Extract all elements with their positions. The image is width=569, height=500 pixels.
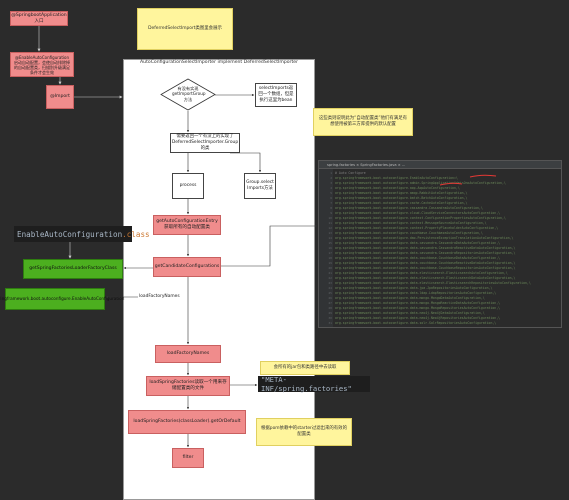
note-auto-config: 这些类则说明此为“自动配置类”他们有满足有想使用被第三方库提供的默认配置 [313,108,413,136]
decision-diamond[interactable] [160,78,216,111]
load-default-box[interactable]: loadSpringFactories(classLoader).getOrDe… [128,410,246,434]
ide-line-number: 19 [328,261,332,265]
ide-code-line: org.springframework.boot.autoconfigure.d… [335,296,485,300]
select-imports-box[interactable]: selectImports返回一个数组，但是执行这里为bean [255,83,297,107]
ide-code-line: org.springframework.boot.autoconfigure.d… [335,291,497,295]
ide-line-number: 10 [328,216,332,220]
ide-code-line: org.springframework.boot.autoconfigure.c… [335,221,487,225]
ide-tab-bar[interactable]: spring.factories × SpringFactories.java … [319,161,561,169]
ide-code-line: org.springframework.boot.autoconfigure.d… [335,261,516,265]
ide-line-number: 17 [328,251,332,255]
ide-code-line: org.springframework.boot.autoconfigure.b… [335,196,468,200]
group-class-box[interactable]: 需要返回一个有没上的实现了DeferredSelectImporter.Grou… [170,133,240,153]
ide-line-number: 23 [328,281,332,285]
ide-line-number: 14 [328,236,332,240]
ide-code-line: org.springframework.boot.autoconfigure.c… [335,231,483,235]
ide-code-line: org.springframework.boot.autoconfigure.d… [335,311,485,315]
ide-line-number: 8 [330,206,332,210]
ide-line-number: 31 [328,321,332,325]
ide-line-number: 3 [330,181,332,185]
ide-line-number: 28 [328,306,332,310]
spring-factories-path-label: "META-INF/spring.factories" [258,375,370,393]
ide-code-line: org.springframework.boot.autoconfigure.d… [335,286,493,290]
ide-line-number: 20 [328,266,332,270]
ide-line-number: 18 [328,256,332,260]
ide-code-line: org.springframework.boot.autoconfigure.c… [335,206,483,210]
ide-code-line: org.springframework.boot.autoconfigure.c… [335,201,468,205]
import-box[interactable]: @Import [46,85,74,109]
ide-line-number: 13 [328,231,332,235]
ide-code-line: org.springframework.boot.autoconfigure.d… [335,301,501,305]
ide-code-line: org.springframework.boot.autoconfigure.d… [335,256,501,260]
ide-line-number: 16 [328,246,332,250]
ide-code-line: org.springframework.boot.autoconfigure.E… [335,176,458,180]
enable-auto-config-fqcn-box[interactable]: org.springframework.boot.autoconfigure.E… [0,288,124,310]
ide-line-number: 25 [328,291,332,295]
ide-code-line: org.springframework.boot.autoconfigure.a… [335,191,468,195]
filter-box[interactable]: filter [172,448,204,468]
ide-code-line: org.springframework.boot.autoconfigure.d… [335,246,516,250]
ide-line-number: 11 [328,221,332,225]
ide-line-number: 7 [330,201,332,205]
get-auto-config-entry-box[interactable]: getAutoConfigurationEntry 获取所有的自动配置类 [153,215,221,235]
ide-code-line: org.springframework.boot.autoconfigure.c… [335,226,499,230]
ide-line-number: 24 [328,286,332,290]
ide-code-line: org.springframework.boot.autoconfigure.a… [335,186,460,190]
ide-line-number: 29 [328,311,332,315]
ide-code-line: org.springframework.boot.autoconfigure.a… [335,181,506,185]
ide-code-line: org.springframework.boot.autoconfigure.d… [335,306,501,310]
ide-code-line: org.springframework.boot.autoconfigure.c… [335,216,506,220]
ide-code-line: org.springframework.boot.autoconfigure.c… [335,211,501,215]
ide-code-line: org.springframework.boot.autoconfigure.d… [335,236,514,240]
ide-code-line: org.springframework.boot.autoconfigure.d… [335,266,516,270]
get-candidate-configs-box[interactable]: getCandidateConfigurations [153,257,221,277]
process-box[interactable]: process [172,173,204,199]
ide-code-line: org.springframework.boot.autoconfigure.d… [335,271,508,275]
code-label-suffix: .class [122,229,150,239]
ide-line-number: 6 [330,196,332,200]
ide-line-number: 5 [330,191,332,195]
ide-line-number: 22 [328,276,332,280]
ide-code-line: org.springframework.boot.autoconfigure.d… [335,321,497,325]
ide-line-number: 15 [328,241,332,245]
ide-code-line: org.springframework.boot.autoconfigure.d… [335,276,516,280]
ide-code-line: org.springframework.boot.autoconfigure.d… [335,281,531,285]
enable-auto-config-box[interactable]: @EnableAutoConfiguration启动自动配置，会使自动排除掉的自… [10,52,74,77]
load-spring-factories-box[interactable]: loadSpringFactories读取一个用来存储配置类的文件 [146,376,230,396]
ide-line-number: 27 [328,301,332,305]
ide-code-line: org.springframework.boot.autoconfigure.d… [335,241,501,245]
ide-line-number: 26 [328,296,332,300]
ide-spring-factories-view: spring.factories × SpringFactories.java … [318,160,562,328]
entry-box[interactable]: @SpringbootApplication入口 [10,11,68,26]
ide-line-number: 2 [330,176,332,180]
ide-line-number: 1 [330,171,332,175]
ide-line-number: 30 [328,316,332,320]
ide-code-line: org.springframework.boot.autoconfigure.d… [335,251,516,255]
ide-line-number: 9 [330,211,332,215]
ide-line-number: 4 [330,186,332,190]
ide-line-number: 21 [328,271,332,275]
group-select-box[interactable]: Group.select Imports方法 [244,173,276,199]
get-factory-class-box[interactable]: getSpringFactoriesLoaderFactoryClass [23,259,123,279]
ide-line-number: 12 [328,226,332,230]
code-label-prefix: EnableAutoConfiguration [17,229,123,239]
ide-code-line: org.springframework.boot.autoconfigure.d… [335,316,501,320]
load-factory-names-box[interactable]: loadFactoryNames [155,345,221,363]
note-jar: 会所有的jar包和类路径中去读取 [260,361,350,375]
enable-auto-config-code-label: EnableAutoConfiguration.class [14,226,150,242]
load-factory-names-label: loadFactoryNames [138,294,181,299]
note-deferred: DeferredSelectImport类图里会展示 [137,8,233,50]
ide-code-line: # Auto Configure [335,171,366,175]
canvas-title: AutoConfigurationSelectImporter implemen… [140,60,298,65]
note-filter: 根据pom依赖中的starter过滤出来的有效的配置类 [256,418,352,446]
decision-text: 有没有实现getImportGroup方法 [172,86,206,102]
